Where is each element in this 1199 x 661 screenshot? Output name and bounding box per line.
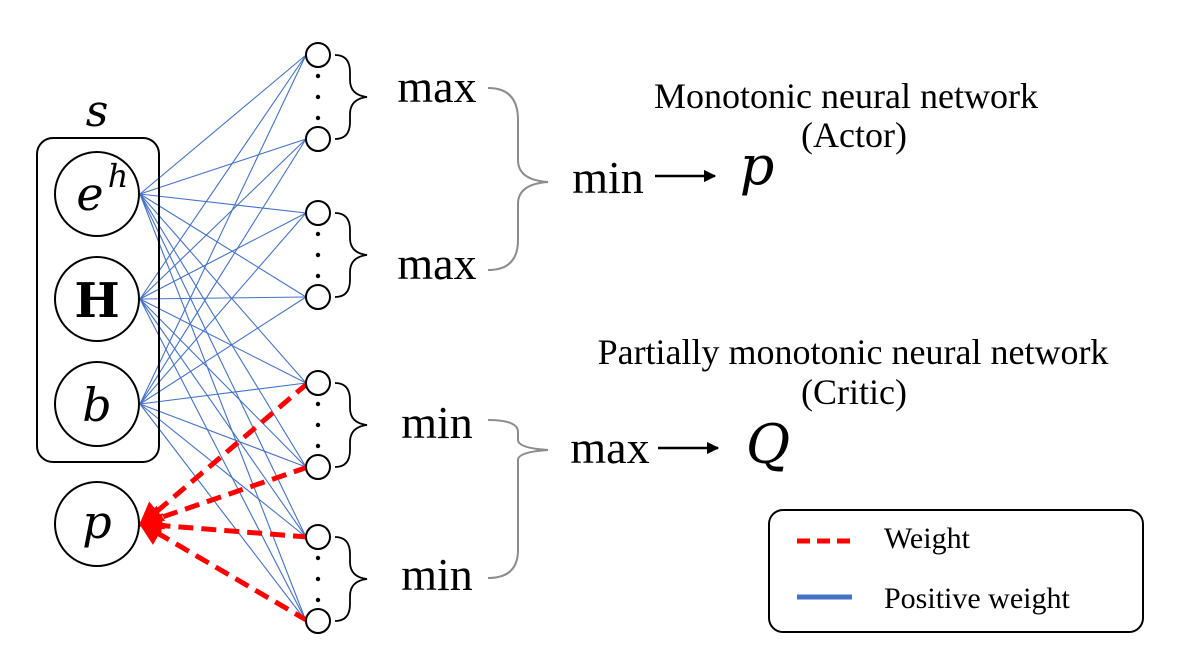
positive-weight-edge	[139, 296, 307, 405]
ellipsis-dot	[315, 231, 321, 237]
input-node-eh: e h	[54, 151, 140, 237]
legend-box	[768, 509, 1144, 633]
actor-output: p	[740, 134, 775, 197]
critic-combine-op: max	[570, 422, 649, 473]
positive-weight-edge	[139, 193, 307, 468]
ellipsis-dot	[315, 443, 321, 449]
positive-weight-edge	[139, 403, 307, 622]
hidden-layer	[305, 42, 331, 634]
weight-edges	[137, 381, 310, 624]
positive-weight-edge	[139, 298, 307, 468]
group-braces	[334, 54, 368, 622]
actor-title-line2: (Actor)	[801, 115, 907, 155]
hidden-node	[305, 200, 331, 226]
positive-weight-edges	[139, 54, 307, 622]
legend-positive-label: Positive weight	[884, 582, 1070, 615]
actor-group-op-2: max	[397, 238, 476, 289]
positive-weight-edge	[139, 193, 307, 622]
critic-group-op-2: min	[401, 549, 473, 600]
positive-weight-edge	[139, 193, 307, 214]
positive-weight-edge	[139, 403, 307, 468]
hidden-node	[305, 454, 331, 480]
critic-title-line2: (Critic)	[801, 372, 907, 412]
positive-weight-edge	[139, 138, 307, 300]
brace-actor-1	[334, 54, 368, 140]
hidden-node	[305, 524, 331, 550]
positive-weight-edge	[139, 382, 307, 405]
ellipsis-dot	[315, 115, 321, 121]
positive-weight-edge	[139, 298, 307, 622]
brace-critic-1	[334, 382, 368, 468]
input-eh-base: e	[76, 167, 103, 221]
state-group-box	[36, 137, 160, 463]
actor-combine-op: min	[572, 152, 644, 203]
positive-weight-edge	[139, 193, 307, 384]
brace-critic-2	[334, 536, 368, 622]
weight-edge	[137, 521, 310, 624]
positive-weight-edge	[139, 296, 307, 300]
critic-group-op-1: min	[401, 397, 473, 448]
input-node-p: p	[54, 481, 140, 567]
actor-group-op-1: max	[397, 61, 476, 112]
positive-weight-edge	[139, 193, 307, 538]
positive-weight-edge	[139, 54, 307, 195]
positive-weight-edge	[139, 212, 307, 300]
hidden-node	[305, 42, 331, 68]
legend: Weight Positive weight	[768, 509, 1144, 633]
positive-weight-edge	[139, 54, 307, 300]
positive-weight-edge	[139, 138, 307, 195]
ellipsis-dot	[315, 555, 321, 561]
ellipsis-dot	[315, 576, 321, 582]
actor-title-line1: Monotonic neural network	[654, 76, 1038, 116]
hidden-node	[305, 284, 331, 310]
positive-weight-edge	[139, 298, 307, 538]
ellipsis-dot	[315, 273, 321, 279]
positive-weight-edge	[139, 212, 307, 405]
positive-weight-edge	[139, 138, 307, 405]
combine-braces	[487, 87, 549, 579]
input-H-label: H	[74, 273, 119, 329]
ellipsis-dot	[315, 401, 321, 407]
legend-weight-label: Weight	[884, 522, 971, 555]
ellipsis-dot	[315, 73, 321, 79]
input-b-label: b	[82, 378, 111, 432]
positive-weight-edge	[139, 54, 307, 405]
brace-actor-2	[334, 212, 368, 298]
weight-edge	[137, 464, 309, 530]
hidden-node	[305, 370, 331, 396]
positive-weight-edge	[139, 298, 307, 384]
ellipsis-dot	[315, 422, 321, 428]
hidden-node	[305, 126, 331, 152]
input-node-H: H	[54, 256, 140, 342]
input-node-b: b	[54, 361, 140, 447]
hidden-node	[305, 608, 331, 634]
combine-brace-actor	[487, 87, 549, 271]
critic-output: Q	[746, 413, 790, 476]
positive-weight-edge	[139, 403, 307, 538]
critic-title-line1: Partially monotonic neural network	[598, 332, 1109, 372]
input-eh-sup: h	[108, 157, 129, 195]
positive-weight-edge	[139, 193, 307, 298]
weight-edge	[137, 513, 309, 540]
ellipsis-dot	[315, 94, 321, 100]
input-p-label: p	[82, 495, 111, 549]
state-group-label: s	[86, 86, 109, 137]
ellipsis-dot	[315, 252, 321, 258]
weight-edge	[138, 381, 310, 528]
combine-brace-critic	[487, 419, 549, 579]
ellipsis-dot	[315, 597, 321, 603]
